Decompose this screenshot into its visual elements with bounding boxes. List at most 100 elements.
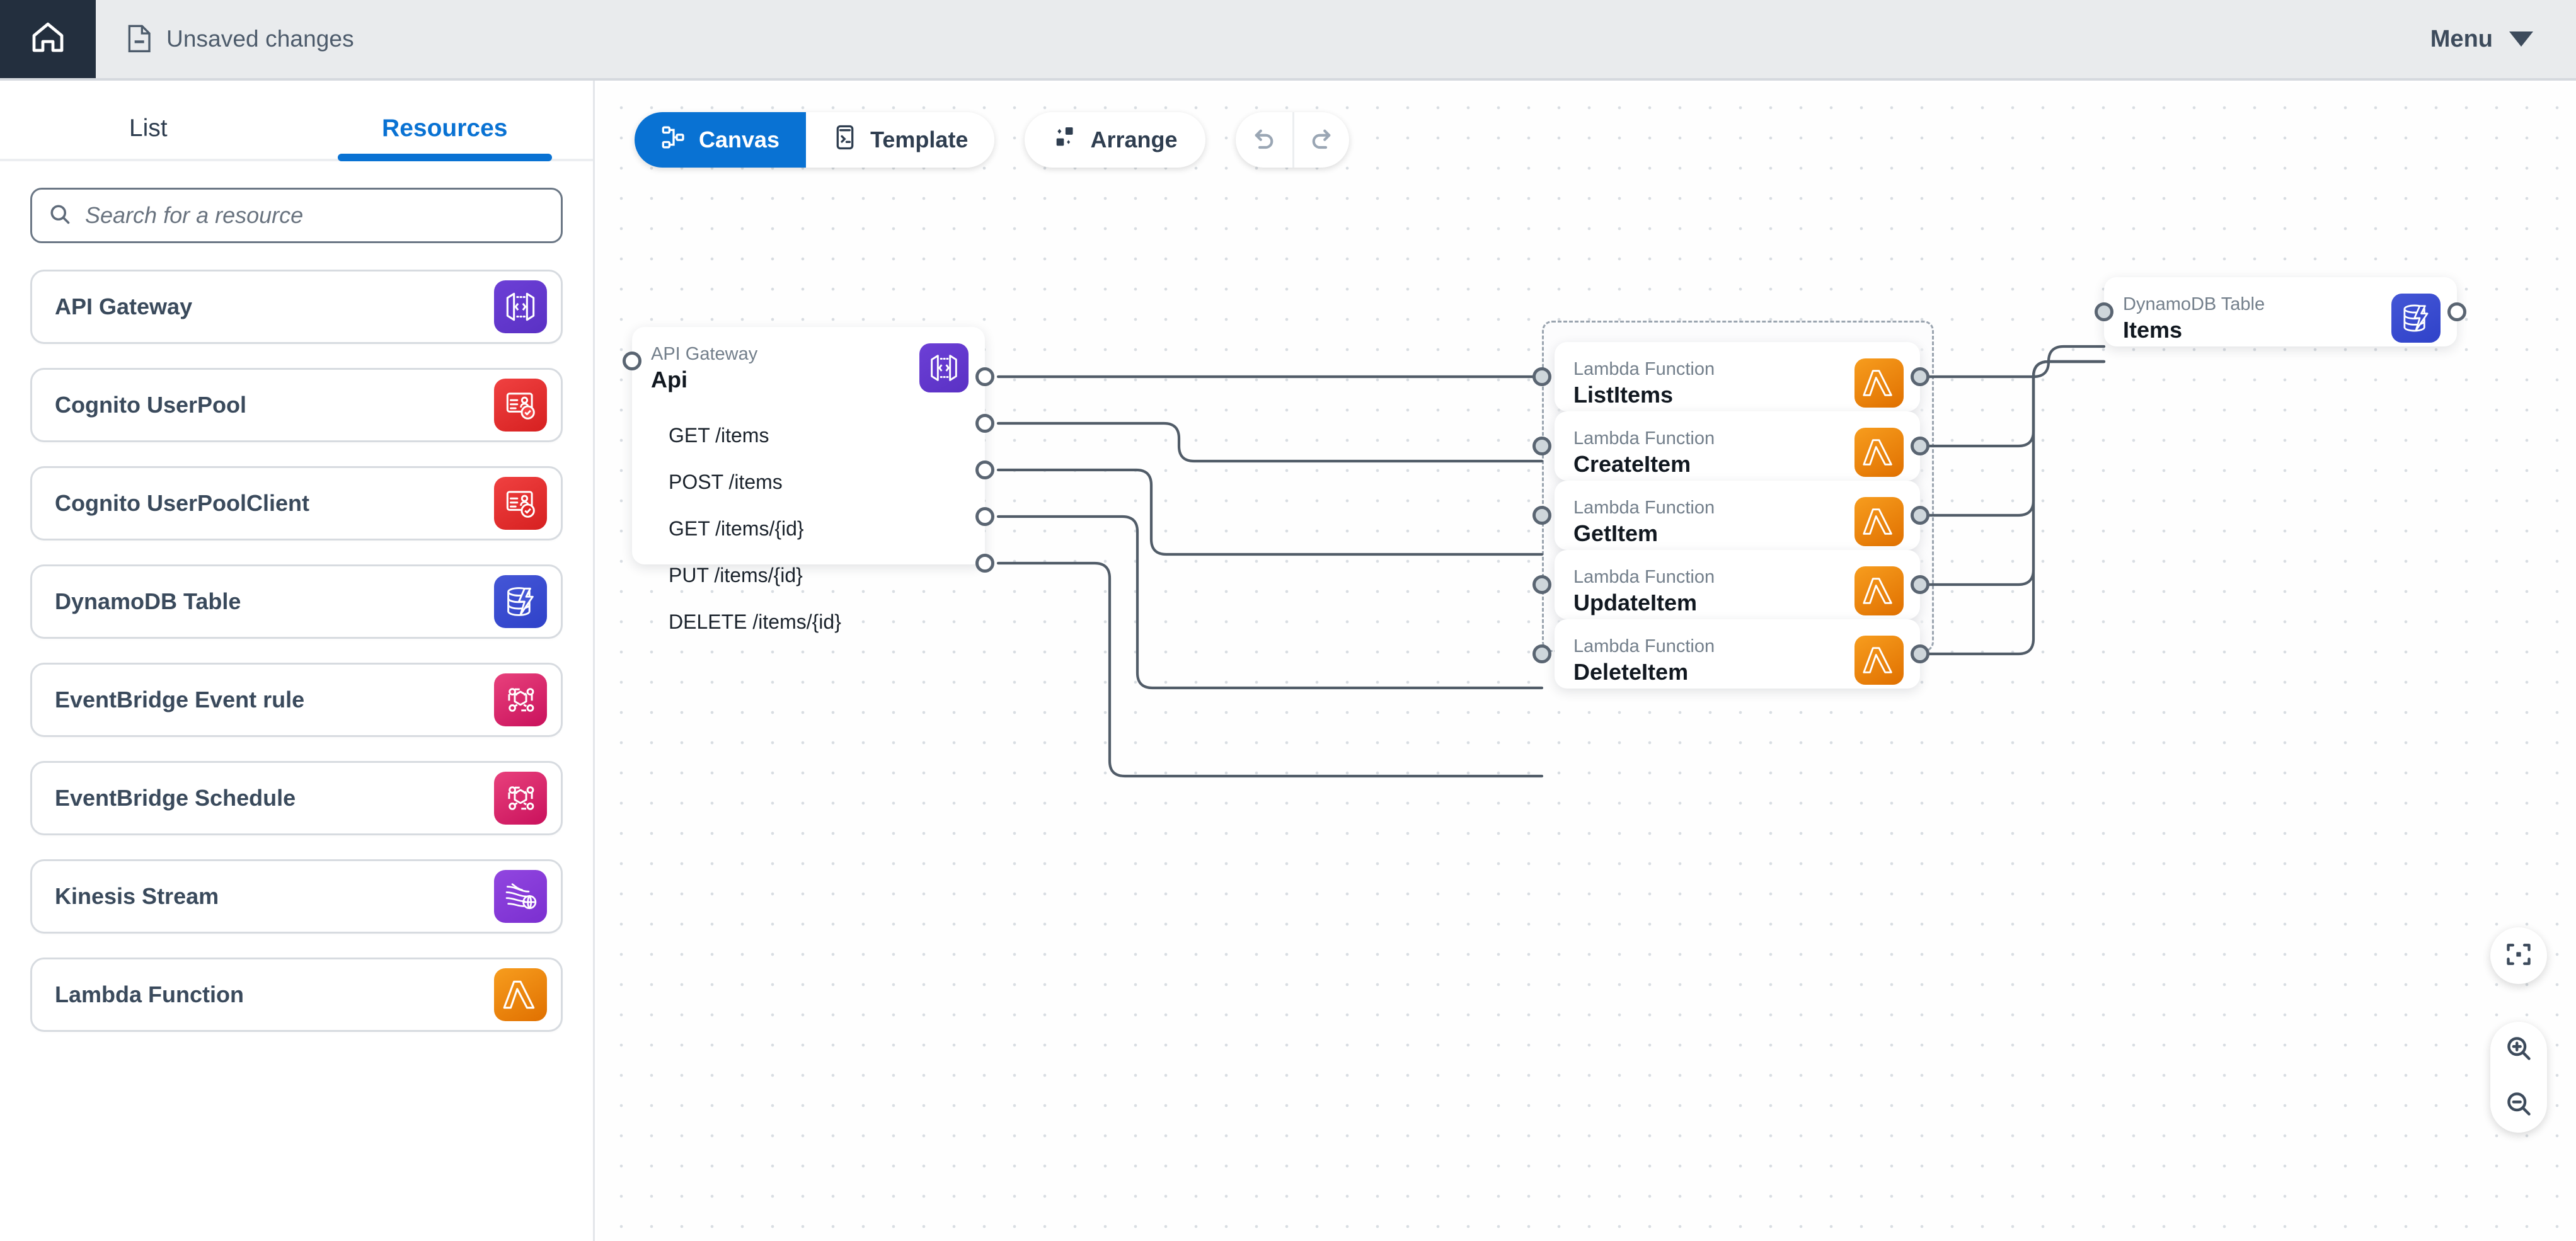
menu-button[interactable]: Menu [2430, 0, 2576, 78]
resource-item-eventbridge-event-rule[interactable]: EventBridge Event rule [30, 663, 563, 737]
resource-label: Cognito UserPool [55, 392, 246, 418]
node-header: Lambda Function ListItems [1573, 358, 1715, 409]
resource-item-api-gateway[interactable]: API Gateway [30, 270, 563, 344]
dynamodb-icon [494, 575, 547, 628]
resource-label: EventBridge Event rule [55, 687, 305, 712]
handle-dynamodb-out[interactable] [2447, 302, 2466, 321]
node-lambda-getitem[interactable]: Lambda Function GetItem [1555, 481, 1920, 550]
undo-button[interactable] [1236, 112, 1292, 168]
search-container [0, 161, 593, 243]
cognito-icon [494, 477, 547, 530]
handle-createitem-in[interactable] [1532, 437, 1551, 455]
sidebar-tabs: List Resources [0, 81, 593, 161]
node-header: DynamoDB Table Items [2123, 294, 2265, 344]
route-put-items-id[interactable]: PUT /items/{id} [669, 564, 803, 586]
fit-to-screen-icon [2505, 941, 2533, 971]
node-lambda-listitems[interactable]: Lambda Function ListItems [1555, 342, 1920, 411]
resource-label: DynamoDB Table [55, 588, 241, 614]
zoom-in-button[interactable] [2490, 1022, 2547, 1077]
zoom-controls [2490, 1022, 2547, 1133]
resource-item-cognito-userpool[interactable]: Cognito UserPool [30, 368, 563, 442]
api-gateway-icon [919, 343, 969, 392]
handle-getitem-out[interactable] [1911, 506, 1929, 525]
handle-api-input[interactable] [623, 352, 641, 370]
handle-route-out-4[interactable] [975, 554, 994, 573]
redo-button[interactable] [1292, 112, 1349, 168]
route-delete-items-id[interactable]: DELETE /items/{id} [669, 610, 841, 633]
handle-dynamodb-in[interactable] [2095, 302, 2113, 321]
api-gateway-icon [494, 280, 547, 333]
handle-route-out-1[interactable] [975, 414, 994, 433]
handle-createitem-out[interactable] [1911, 437, 1929, 455]
resource-item-dynamodb-table[interactable]: DynamoDB Table [30, 564, 563, 639]
arrange-button[interactable]: Arrange [1025, 112, 1205, 168]
node-dynamodb-items[interactable]: DynamoDB Table Items [2104, 277, 2457, 346]
redo-icon [1308, 125, 1335, 155]
zoom-in-icon [2505, 1034, 2533, 1065]
zoom-out-icon [2505, 1090, 2533, 1121]
node-header: Lambda Function GetItem [1573, 497, 1715, 547]
undo-icon [1251, 125, 1277, 155]
route-get-items[interactable]: GET /items [669, 424, 769, 447]
zoom-out-button[interactable] [2490, 1077, 2547, 1133]
handle-route-out-2[interactable] [975, 460, 994, 479]
node-api-gateway[interactable]: API Gateway Api GET /items POST /items G… [632, 327, 985, 633]
resource-label: API Gateway [55, 294, 193, 319]
arrange-shapes-icon [1052, 125, 1078, 156]
resource-item-cognito-userpoolclient[interactable]: Cognito UserPoolClient [30, 466, 563, 540]
lambda-icon [1854, 636, 1904, 685]
handle-listitems-out[interactable] [1911, 367, 1929, 386]
search-box[interactable] [30, 188, 563, 243]
handle-listitems-in[interactable] [1532, 367, 1551, 386]
handle-route-out-0[interactable] [975, 367, 994, 386]
search-input[interactable] [85, 202, 544, 229]
view-mode-group: Canvas Template [635, 112, 995, 168]
unsaved-changes-label: Unsaved changes [166, 26, 354, 52]
lambda-icon [1854, 497, 1904, 546]
handle-getitem-in[interactable] [1532, 506, 1551, 525]
template-tab-button[interactable]: Template [806, 112, 995, 168]
canvas[interactable]: Canvas Template [597, 83, 2576, 1241]
tab-resources[interactable]: Resources [297, 115, 594, 159]
handle-route-out-3[interactable] [975, 507, 994, 526]
route-post-items[interactable]: POST /items [669, 471, 783, 493]
node-type-label: Lambda Function [1573, 567, 1715, 587]
home-button[interactable] [0, 0, 96, 78]
canvas-tab-label: Canvas [699, 127, 780, 152]
fit-to-screen-button[interactable] [2490, 927, 2547, 984]
handle-deleteitem-out[interactable] [1911, 644, 1929, 663]
node-type-label: Lambda Function [1573, 636, 1715, 656]
handle-deleteitem-in[interactable] [1532, 644, 1551, 663]
top-bar: Unsaved changes Menu [0, 0, 2576, 81]
handle-updateitem-in[interactable] [1532, 575, 1551, 594]
node-name-label: CreateItem [1573, 450, 1691, 477]
lambda-icon [1854, 566, 1904, 615]
template-tab-label: Template [870, 127, 969, 152]
kinesis-icon [494, 870, 547, 923]
node-header: API Gateway Api [651, 343, 757, 394]
canvas-tab-button[interactable]: Canvas [635, 112, 807, 168]
route-get-items-id[interactable]: GET /items/{id} [669, 517, 804, 540]
search-icon [49, 203, 71, 229]
node-lambda-createitem[interactable]: Lambda Function CreateItem [1555, 411, 1920, 481]
node-lambda-deleteitem[interactable]: Lambda Function DeleteItem [1555, 619, 1920, 689]
arrange-button-label: Arrange [1090, 127, 1178, 152]
resource-item-eventbridge-schedule[interactable]: EventBridge Schedule [30, 761, 563, 835]
node-name-label: GetItem [1573, 520, 1659, 546]
node-name-label: UpdateItem [1573, 589, 1698, 615]
resource-label: EventBridge Schedule [55, 785, 296, 811]
eventbridge-icon [494, 772, 547, 825]
node-name-label: Api [651, 366, 687, 392]
node-lambda-updateitem[interactable]: Lambda Function UpdateItem [1555, 550, 1920, 619]
handle-updateitem-out[interactable] [1911, 575, 1929, 594]
node-header: Lambda Function UpdateItem [1573, 566, 1715, 617]
resource-item-kinesis-stream[interactable]: Kinesis Stream [30, 859, 563, 934]
lambda-icon [1854, 428, 1904, 477]
node-name-label: Items [2123, 316, 2183, 343]
tab-list[interactable]: List [129, 115, 168, 142]
template-terminal-icon [832, 125, 858, 156]
node-type-label: Lambda Function [1573, 359, 1715, 379]
node-name-label: DeleteItem [1573, 658, 1689, 685]
node-name-label: ListItems [1573, 381, 1674, 408]
resource-item-lambda-function[interactable]: Lambda Function [30, 958, 563, 1032]
